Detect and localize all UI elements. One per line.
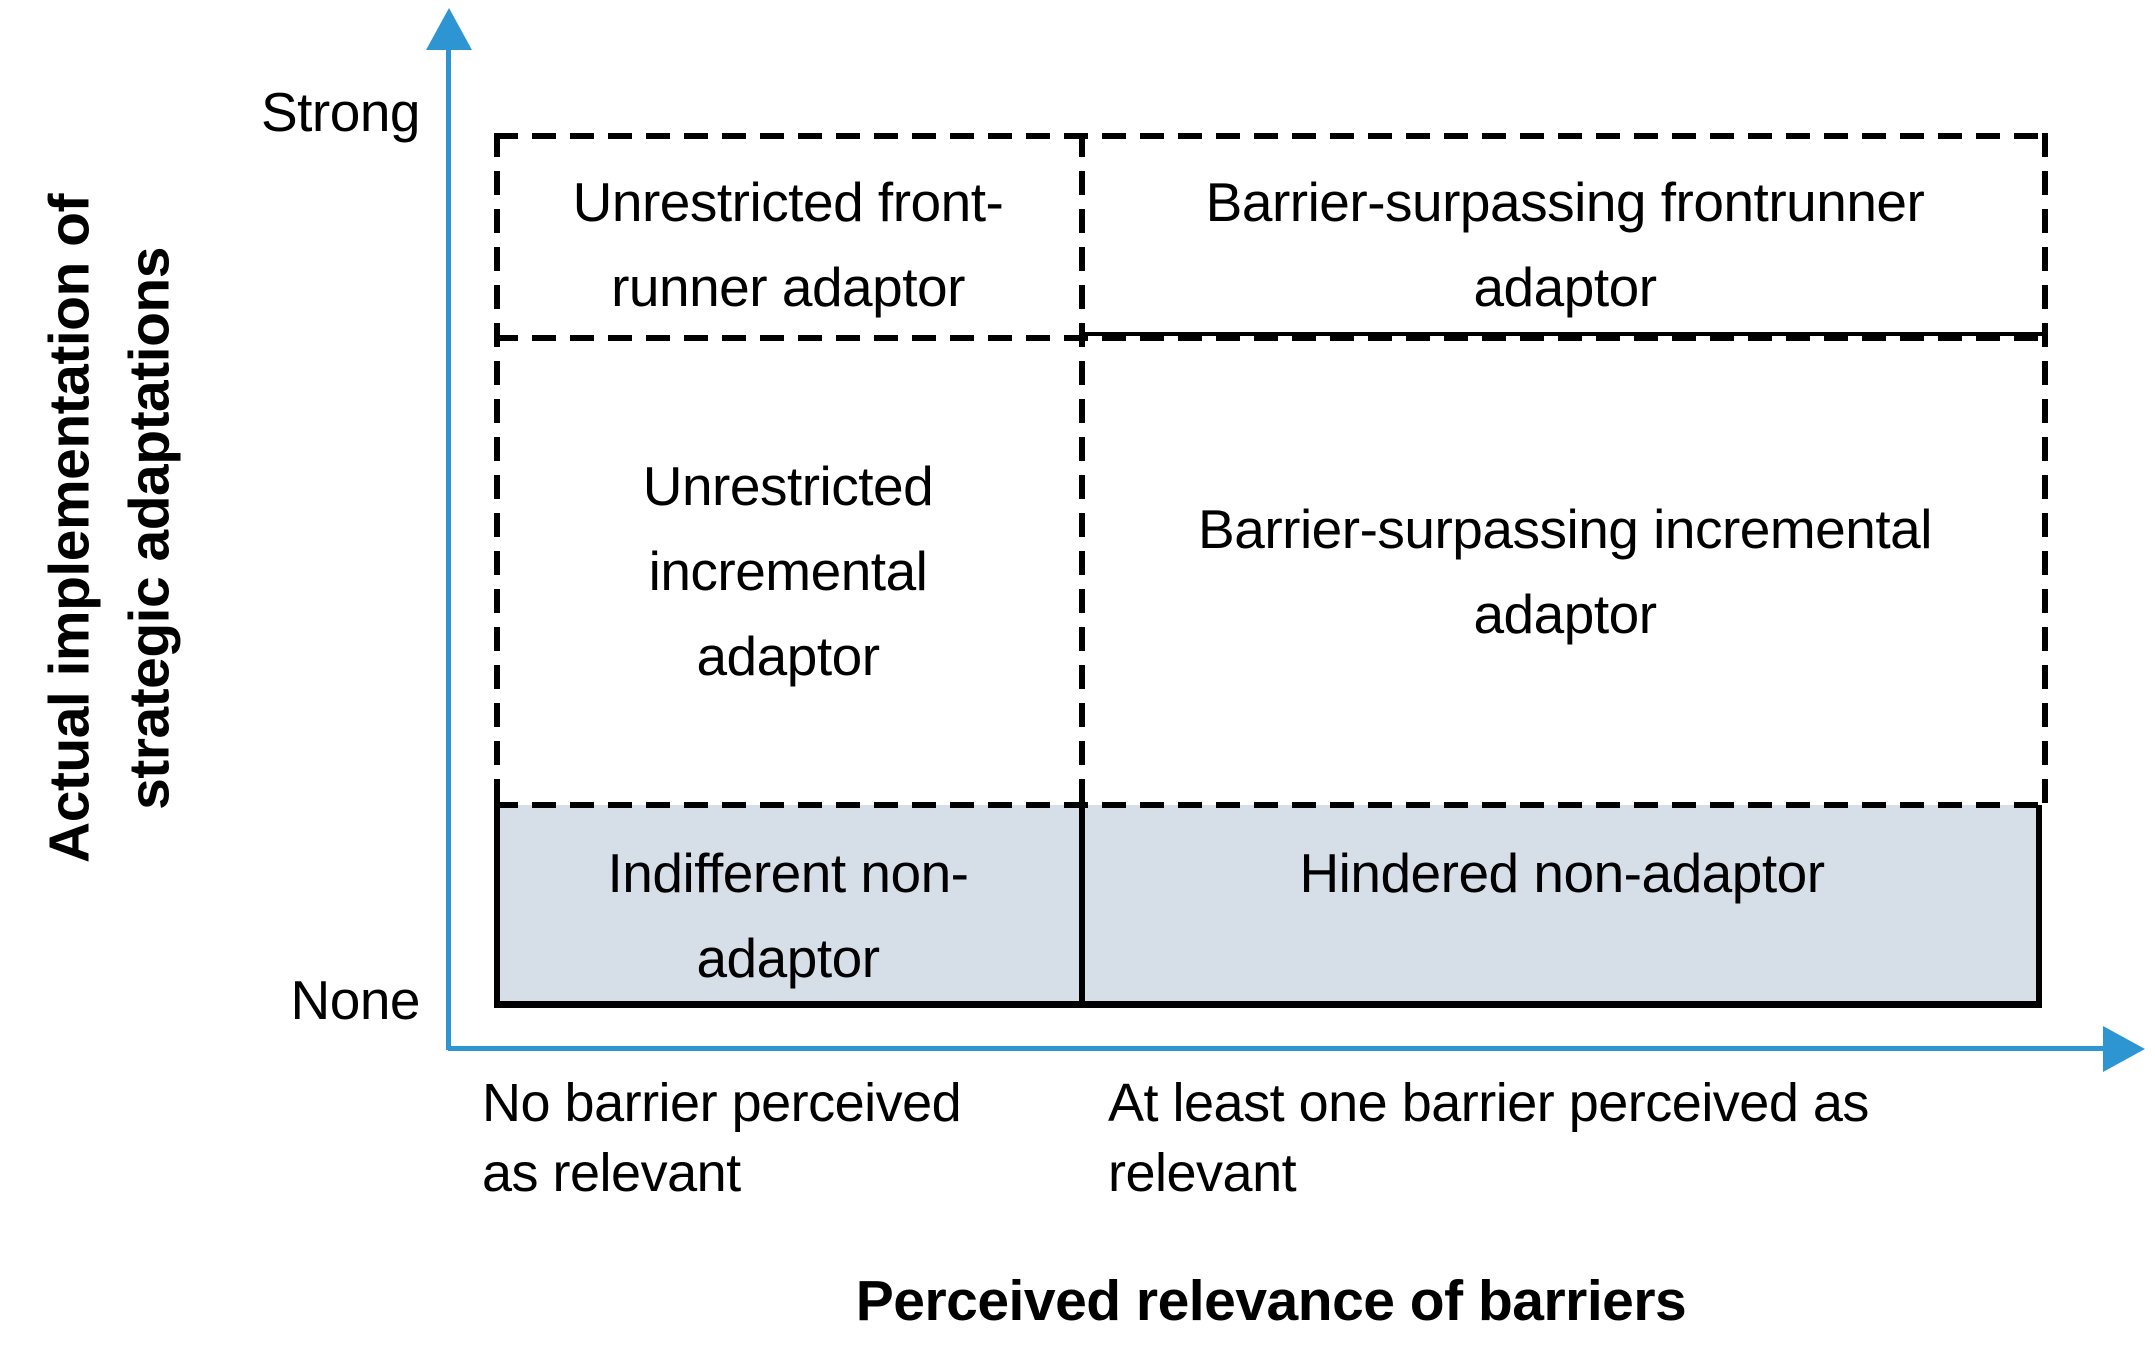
grid-row1-divider-solid xyxy=(1082,332,2048,336)
grid-row2-divider xyxy=(494,802,2048,808)
grid-border-top xyxy=(494,133,2048,139)
x-axis-label-line: No barrier perceived xyxy=(482,1073,962,1133)
cell-text-line: incremental xyxy=(648,540,928,602)
cell-unrestricted-frontrunner-adaptor: Unrestricted front- runner adaptor xyxy=(494,133,1082,338)
x-axis-left-category-label: No barrier perceived as relevant xyxy=(482,1068,1082,1208)
y-axis-title-line: Actual implementation of xyxy=(37,194,102,863)
shaded-row-divider xyxy=(1079,805,1085,1008)
cell-text-line: Indifferent non- xyxy=(607,842,969,904)
cell-text-line: adaptor xyxy=(696,927,880,989)
y-axis-min-label: None xyxy=(290,969,421,1031)
x-axis-arrow-icon xyxy=(2103,1026,2145,1072)
cell-text-line: runner adaptor xyxy=(611,255,965,318)
x-axis-right-category-label: At least one barrier perceived as releva… xyxy=(1108,1068,2048,1208)
cell-hindered-non-adaptor: Hindered non-adaptor xyxy=(1082,805,2042,1008)
cell-text-line: adaptor xyxy=(1473,255,1657,318)
grid-column-divider xyxy=(1079,133,1085,805)
y-axis-max-label: Strong xyxy=(260,81,421,143)
cell-text-line: Unrestricted xyxy=(642,455,934,517)
cell-barrier-surpassing-incremental-adaptor: Barrier-surpassing incremental adaptor xyxy=(1082,338,2048,805)
cell-text-line: Barrier-surpassing frontrunner xyxy=(1205,170,1925,233)
x-axis-line xyxy=(448,1046,2105,1051)
y-axis-arrow-icon xyxy=(426,8,472,50)
non-adaptor-shaded-row xyxy=(494,805,2042,1008)
cell-text-line: Unrestricted front- xyxy=(572,170,1004,233)
y-axis-title: Actual implementation of strategic adapt… xyxy=(30,119,195,939)
x-axis-title: Perceived relevance of barriers xyxy=(855,1269,1687,1333)
cell-barrier-surpassing-frontrunner-adaptor: Barrier-surpassing frontrunner adaptor xyxy=(1082,133,2048,338)
y-axis-line xyxy=(446,40,451,1050)
cell-unrestricted-incremental-adaptor: Unrestricted incremental adaptor xyxy=(494,338,1082,805)
x-axis-label-line: relevant xyxy=(1108,1143,1297,1203)
grid-row1-divider xyxy=(494,335,2048,341)
x-axis-label-line: At least one barrier perceived as xyxy=(1108,1073,1869,1133)
cell-indifferent-non-adaptor: Indifferent non- adaptor xyxy=(494,805,1082,1008)
grid-border-right xyxy=(2042,133,2048,805)
cell-text-line: adaptor xyxy=(1473,582,1657,645)
cell-text-line: Hindered non-adaptor xyxy=(1299,842,1825,904)
cell-text-line: Barrier-surpassing incremental xyxy=(1198,497,1932,560)
x-axis-label-line: as relevant xyxy=(482,1143,741,1203)
y-axis-title-line: strategic adaptations xyxy=(117,247,182,810)
grid-border-left xyxy=(494,133,500,805)
cell-text-line: adaptor xyxy=(696,625,880,687)
